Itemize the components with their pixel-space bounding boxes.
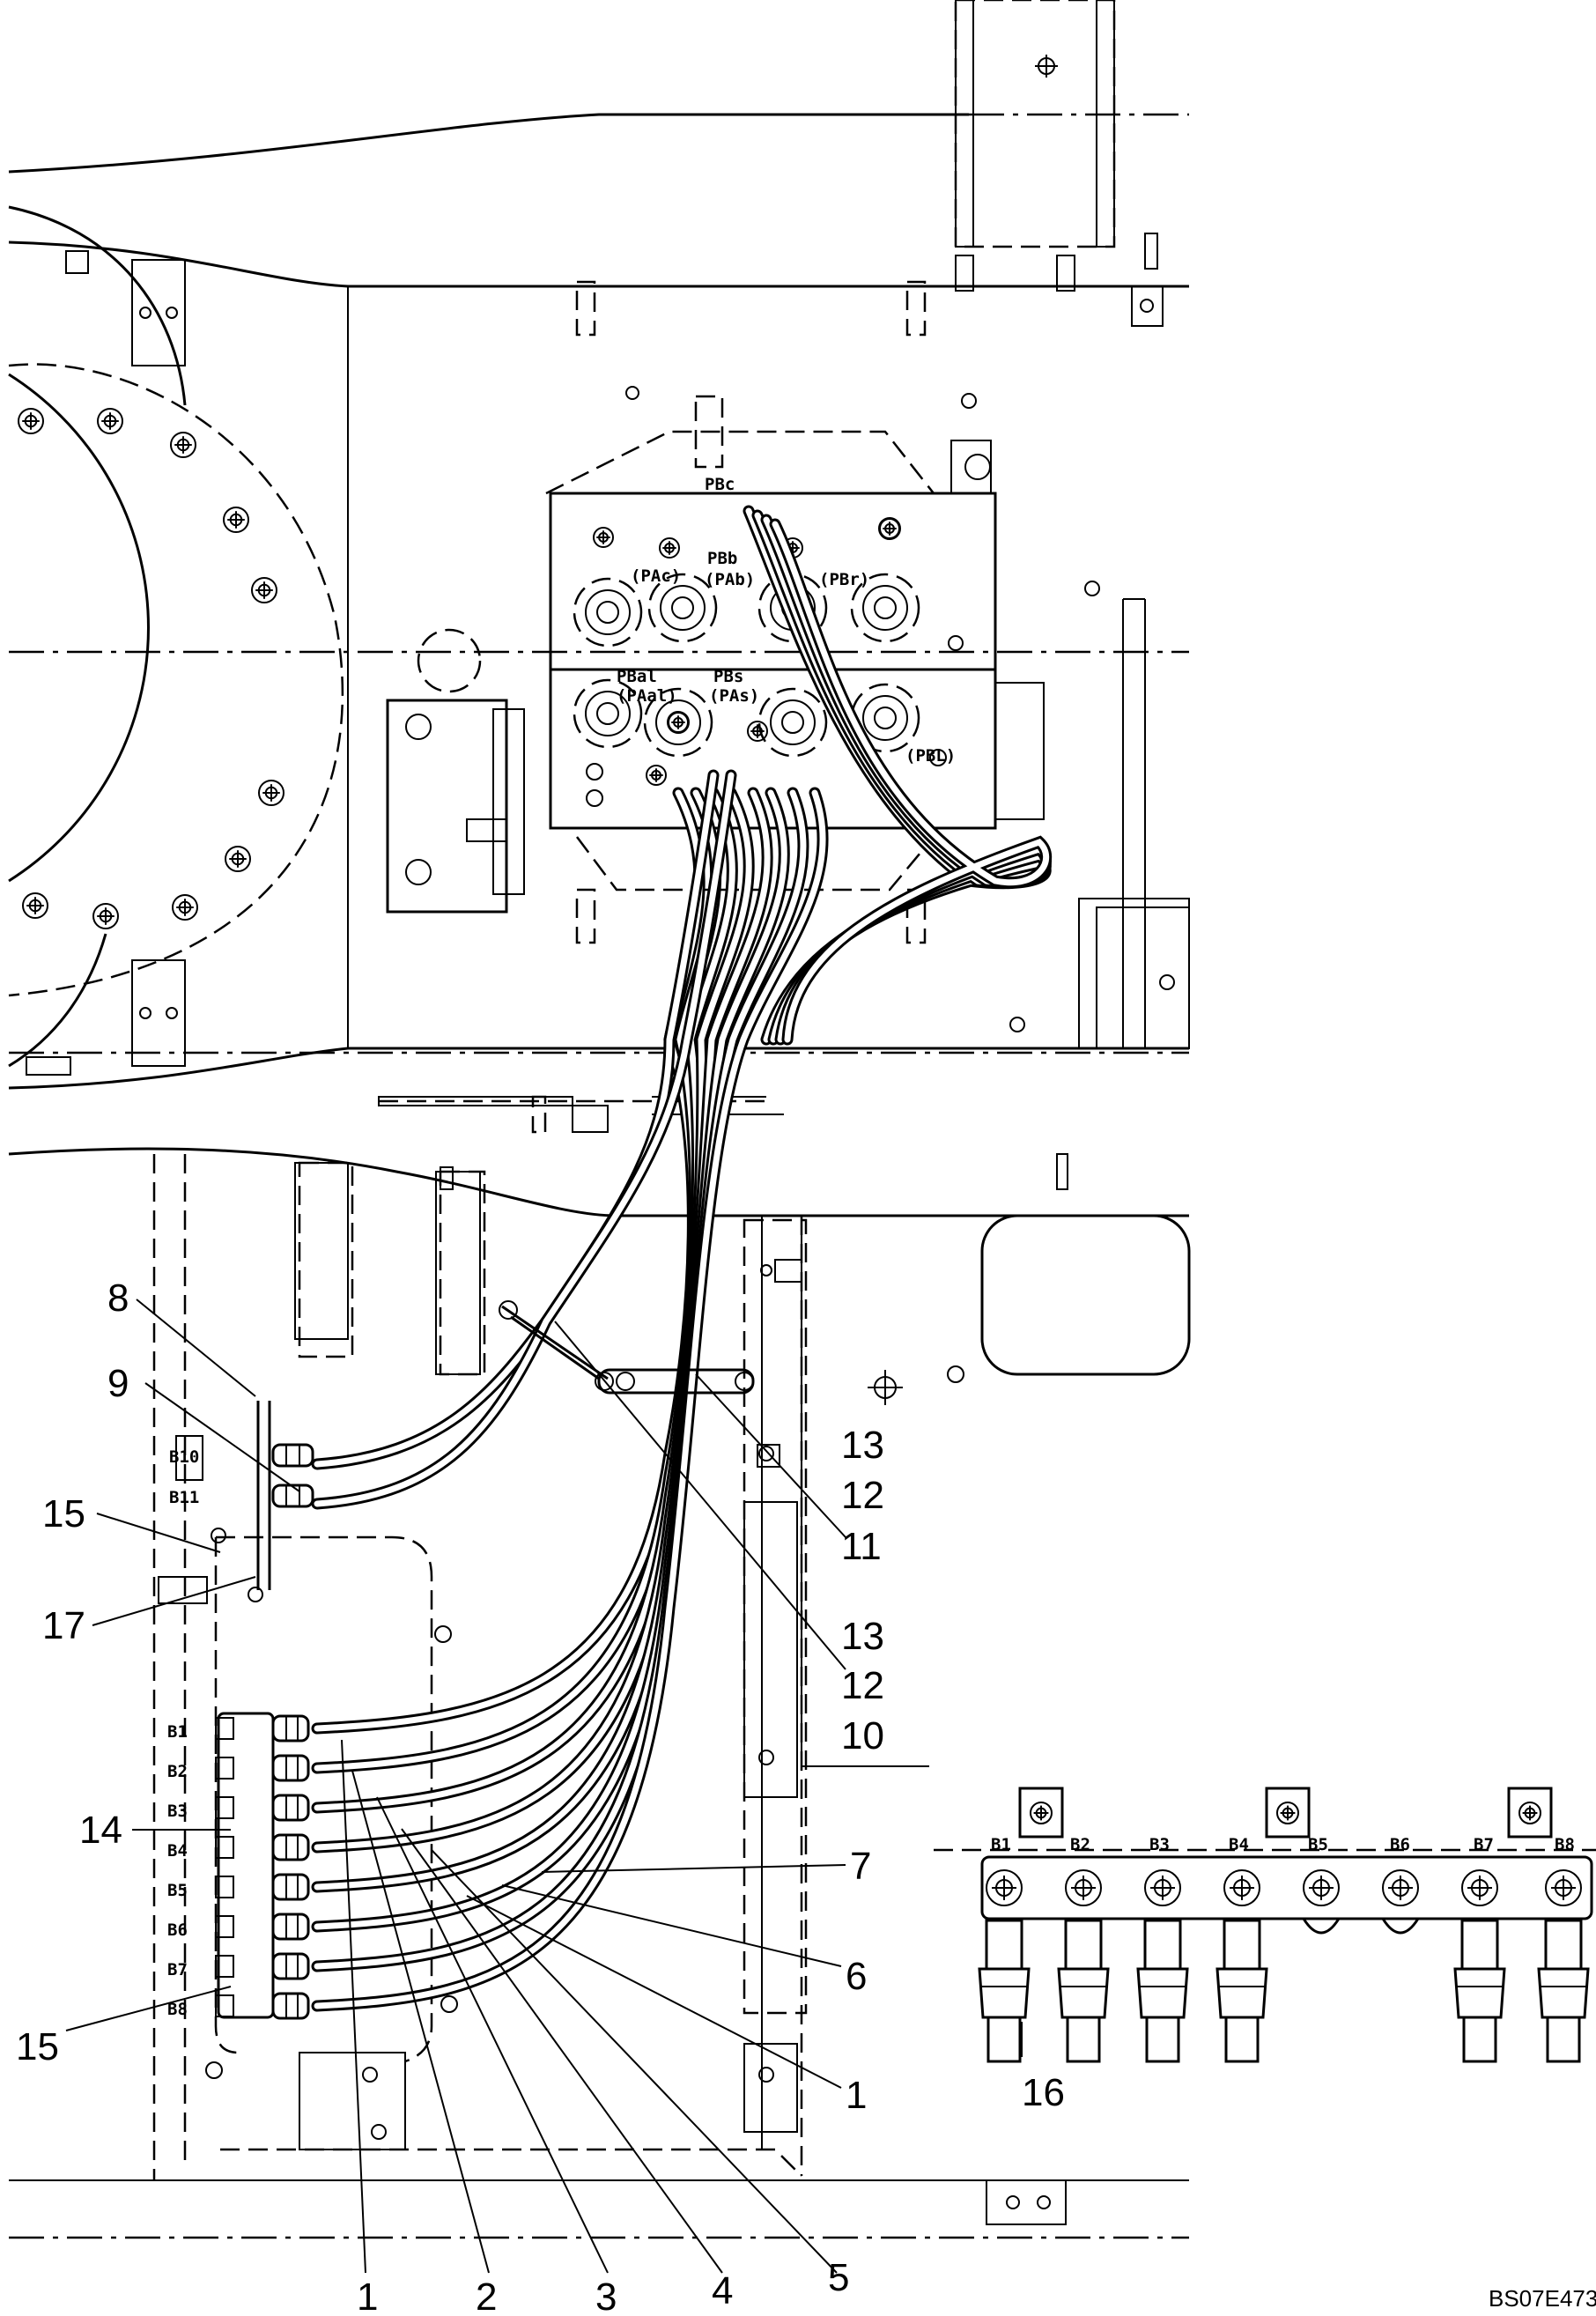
manifold-block [215, 1712, 310, 2020]
manifold-port-label: B1 [167, 1722, 188, 1742]
detail-port-label: B8 [1555, 1835, 1575, 1854]
valve-port-label: (PAc) [631, 566, 681, 586]
callout-number: 6 [846, 1955, 867, 1998]
valve-port-label: PBal [617, 667, 657, 686]
control-valve [545, 395, 1045, 892]
detail-port-label: B2 [1070, 1835, 1090, 1854]
leader-lines [65, 1299, 1023, 2274]
detail-port-label: B6 [1390, 1835, 1410, 1854]
hose-bundle [311, 505, 1053, 2012]
swing-bearing-ring [8, 205, 344, 1076]
manifold-port-label: B5 [167, 1881, 188, 1900]
callout-number: 14 [79, 1809, 122, 1852]
callout-number: 7 [850, 1845, 871, 1888]
valve-port-label: (PBL) [905, 746, 956, 766]
callout-numbers: 8 9 15 17 14 15 13 12 11 13 12 10 7 6 1 … [16, 1276, 1065, 2316]
valve-port-label: (PAal) [617, 686, 677, 706]
callout-number: 5 [828, 2256, 849, 2299]
bracket-port-label: B10 [169, 1447, 199, 1467]
callout-number: 11 [841, 1525, 882, 1568]
callout-number: 16 [1022, 2071, 1065, 2114]
valve-port-labels: PBc PBb (PAc) (PAb) (PBr) PBal (PAal) PB… [617, 475, 956, 766]
callout-number: 15 [16, 2025, 59, 2068]
upper-frame [8, 0, 1190, 1090]
manifold-port-label: B4 [167, 1841, 188, 1861]
valve-port-label: (PAb) [705, 570, 755, 589]
manifold-port-label: B6 [167, 1920, 188, 1940]
callout-number: 12 [841, 1474, 884, 1517]
manifold-port-label: B3 [167, 1802, 188, 1821]
callout-number: 12 [841, 1664, 884, 1707]
callout-number: 1 [357, 2275, 378, 2316]
callout-number: 9 [107, 1362, 129, 1405]
manifold-port-labels: B1 B2 B3 B4 B5 B6 B7 B8 [167, 1722, 188, 2019]
drawing-reference-code: BS07E473 [1489, 2285, 1596, 2312]
callout-number: 4 [712, 2269, 733, 2312]
detail-port-label: B7 [1474, 1835, 1494, 1854]
callout-number: 13 [841, 1615, 884, 1658]
lower-chassis [8, 1095, 1191, 2239]
valve-port-label: PBb [707, 549, 737, 568]
swivel-bracket [386, 628, 525, 914]
callout-number: 17 [42, 1604, 85, 1647]
b10-b11-bracket [158, 1401, 314, 1604]
manifold-port-label: B2 [167, 1762, 188, 1781]
callout-number: 10 [841, 1714, 884, 1757]
valve-port-label: PBs [713, 667, 743, 686]
valve-port-label: (PBr) [819, 570, 869, 589]
bracket-port-label: B11 [169, 1488, 199, 1507]
callout-number: 2 [476, 2275, 497, 2316]
valve-port-label: PBc [705, 475, 735, 494]
detail-port-label: B1 [991, 1835, 1011, 1854]
callout-number: 15 [42, 1492, 85, 1535]
detail-port-label: B4 [1229, 1835, 1249, 1854]
detail-port-label: B3 [1149, 1835, 1170, 1854]
callout-number: 13 [841, 1424, 884, 1467]
manifold-port-label: B8 [167, 2000, 188, 2019]
callout-number: 1 [846, 2074, 867, 2117]
detail-port-label: B5 [1308, 1835, 1328, 1854]
valve-port-label: (PAs) [709, 686, 759, 706]
callout-number: 8 [107, 1276, 129, 1320]
hose-clamp-plates [499, 1300, 755, 1395]
manifold-detail-view [934, 1787, 1596, 2063]
detail-port-labels: B1 B2 B3 B4 B5 B6 B7 B8 [991, 1835, 1575, 1854]
bracket-port-labels: B10 B11 [169, 1447, 199, 1507]
manifold-port-label: B7 [167, 1960, 188, 1979]
callout-number: 3 [595, 2275, 617, 2316]
